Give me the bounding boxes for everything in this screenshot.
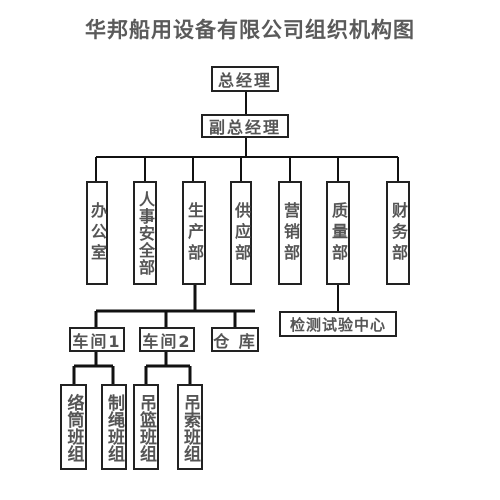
dept-office: 办公室 [86, 181, 108, 285]
dept-hr-safety-label: 人事安全部 [136, 190, 155, 276]
general-manager-label: 总经理 [217, 71, 272, 90]
deputy-general-manager-label: 副总经理 [208, 118, 281, 137]
warehouse-box: 仓 库 [211, 327, 259, 352]
dept-hr-safety: 人事安全部 [133, 181, 157, 285]
workshop-2-box: 车间2 [139, 327, 195, 352]
dept-supply: 供应部 [230, 181, 252, 285]
testing-center-box: 检测试验中心 [279, 311, 397, 337]
team-sling-line2: 班组 [180, 428, 200, 462]
dept-sales: 营销部 [278, 181, 302, 285]
general-manager-box: 总经理 [211, 66, 279, 92]
team-rope-line2: 班组 [104, 428, 124, 462]
workshop-1-box: 车间1 [69, 327, 125, 352]
team-winding-line1: 络筒 [63, 394, 84, 428]
warehouse-label: 仓 库 [213, 331, 257, 351]
team-basket-line1: 吊篮 [136, 394, 156, 428]
testing-center-label: 检测试验中心 [289, 315, 386, 334]
team-winding: 络筒 班组 [60, 384, 87, 470]
dept-quality-label: 质量部 [329, 201, 348, 265]
team-rope-line1: 制绳 [104, 394, 124, 428]
dept-sales-label: 营销部 [281, 201, 300, 265]
deputy-general-manager-box: 副总经理 [201, 114, 289, 138]
dept-production-label: 生产部 [185, 201, 204, 265]
dept-office-label: 办公室 [88, 201, 107, 265]
team-basket: 吊篮 班组 [133, 384, 159, 470]
workshop-2-label: 车间2 [142, 331, 192, 351]
team-sling-line1: 吊索 [180, 394, 200, 428]
dept-production: 生产部 [182, 181, 206, 285]
dept-finance-label: 财务部 [389, 201, 408, 265]
chart-title: 华邦船用设备有限公司组织机构图 [85, 18, 415, 42]
team-rope: 制绳 班组 [101, 384, 127, 470]
team-basket-line2: 班组 [136, 428, 156, 462]
workshop-1-label: 车间1 [72, 331, 122, 351]
dept-finance: 财务部 [386, 181, 410, 285]
dept-quality: 质量部 [326, 181, 350, 285]
team-winding-line2: 班组 [63, 428, 84, 462]
team-sling: 吊索 班组 [177, 384, 203, 470]
dept-supply-label: 供应部 [232, 201, 251, 265]
